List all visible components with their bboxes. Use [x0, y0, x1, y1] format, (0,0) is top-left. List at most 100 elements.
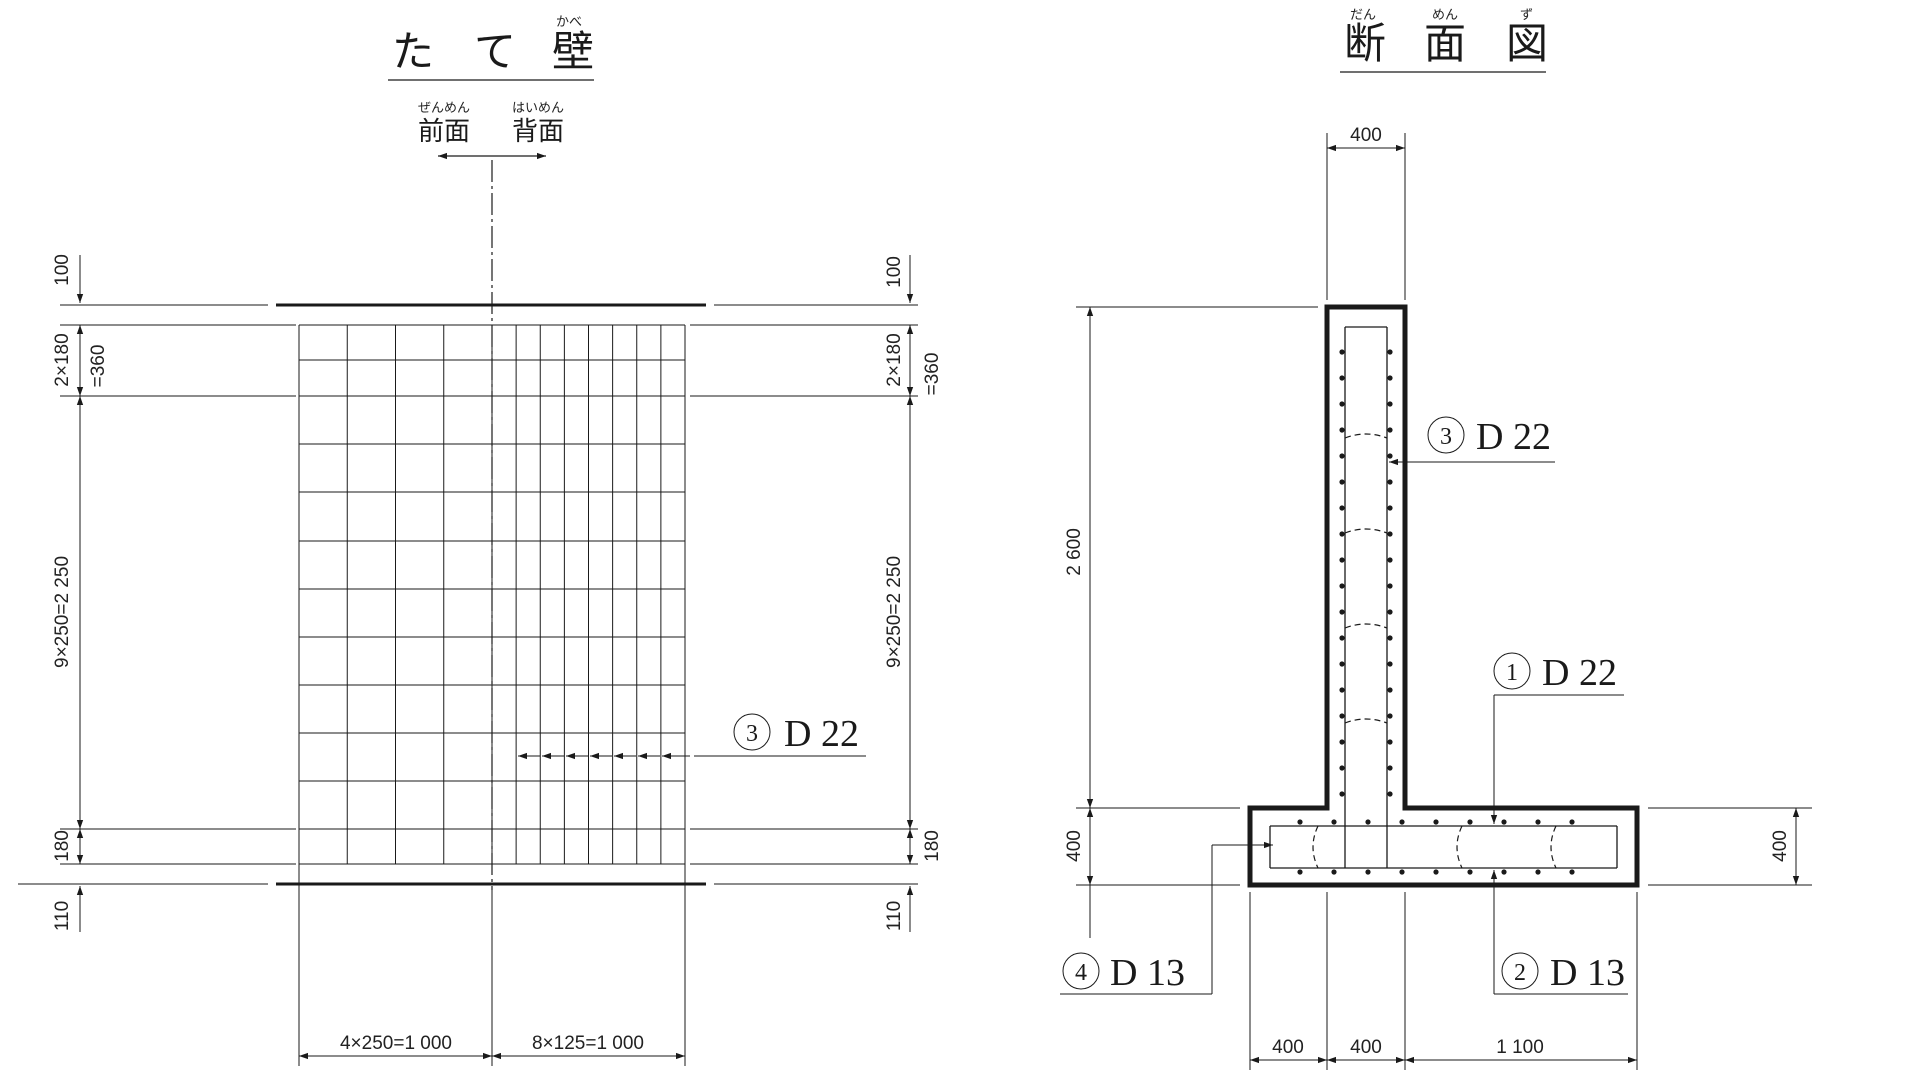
dim-right-lower: 180	[922, 830, 943, 862]
callout-circle	[1493, 652, 1531, 690]
section-callout-3: 3 D 22	[1389, 416, 1555, 466]
dim-base-right: 400	[1770, 830, 1791, 862]
section-title-ruby-1: だん	[1350, 8, 1376, 23]
rebar-dot	[1387, 713, 1393, 719]
hidden-hoop	[1344, 623, 1388, 629]
callout-number: 1	[1506, 660, 1518, 686]
section-title-char-3: 図	[1506, 19, 1550, 68]
section-title-char-1: 断	[1344, 19, 1388, 68]
section-callout-1: 1 D 22	[1490, 652, 1624, 824]
rebar-dot	[1339, 609, 1345, 615]
rebar-dot	[1433, 869, 1439, 875]
dim-bottom-2: 400	[1350, 1037, 1382, 1058]
rebar-dot	[1339, 531, 1345, 537]
rebar-dot	[1387, 687, 1393, 693]
rebar-dot	[1339, 453, 1345, 459]
section-callout-2: 2 D 13	[1490, 870, 1628, 995]
concrete-section-outline	[1247, 304, 1640, 888]
rebar-dot	[1339, 687, 1345, 693]
rebar-dot	[1569, 869, 1575, 875]
callout-circle	[1062, 952, 1100, 990]
rebar-dot	[1297, 869, 1303, 875]
dims-left: 100 2×180 =360 9×250=2 250 180 110	[52, 254, 109, 932]
dims-right: 100 2×180 =360 9×250=2 250 180 110	[884, 255, 943, 932]
rebar-dot	[1339, 635, 1345, 641]
hidden-hoop	[1344, 718, 1388, 724]
wall-title-char-2: て	[474, 27, 518, 76]
rebar-dot	[1467, 819, 1473, 825]
rebar-dot	[1339, 661, 1345, 667]
callout-label: D 22	[784, 713, 859, 755]
hidden-hoop	[1550, 825, 1557, 869]
callout-label: D 13	[1550, 952, 1625, 994]
dim-left-middle: 9×250=2 250	[52, 556, 73, 668]
rebar-dot	[1433, 819, 1439, 825]
rebar-dot	[1339, 765, 1345, 771]
dim-left-bottom: 110	[52, 901, 73, 931]
hidden-rebar-hoops	[1312, 433, 1557, 869]
back-ruby: はいめん	[512, 101, 564, 116]
rebar-dot	[1339, 479, 1345, 485]
wall-title-char-3: 壁	[552, 27, 596, 76]
rebar-dot	[1339, 713, 1345, 719]
back-label: 背面	[512, 117, 564, 147]
dim-right-middle: 9×250=2 250	[884, 556, 905, 668]
rebar-dot	[1339, 505, 1345, 511]
section-title-ruby-2: めん	[1432, 8, 1458, 23]
callout-circle	[1427, 416, 1465, 454]
callout-circle	[733, 713, 771, 751]
rebar-dot	[1365, 869, 1371, 875]
callout-number: 4	[1075, 960, 1087, 986]
section-title: だん めん ず 断 面 図	[1340, 8, 1550, 73]
rebar-dot	[1387, 765, 1393, 771]
dim-base-left: 400	[1064, 830, 1085, 862]
rebar-dot	[1387, 609, 1393, 615]
rebar-dot	[1387, 453, 1393, 459]
rebar-dot	[1535, 869, 1541, 875]
wall-title-ruby: かべ	[556, 15, 582, 30]
dim-left-lower: 180	[52, 830, 73, 862]
rebar-dot	[1339, 739, 1345, 745]
rebar-dot	[1387, 375, 1393, 381]
rebar-dot	[1331, 819, 1337, 825]
rebar-dot	[1387, 505, 1393, 511]
wall-view: た て 壁 かべ ぜんめん 前面 はいめん 背面	[18, 15, 943, 1066]
callout-label: D 22	[1542, 652, 1617, 694]
rebar-dot	[1501, 819, 1507, 825]
dim-bottom-right: 8×125=1 000	[532, 1033, 644, 1054]
callout-number: 3	[746, 721, 758, 747]
dim-wall-height: 2 600	[1064, 528, 1085, 576]
rebar-dot	[1387, 349, 1393, 355]
front-label: 前面	[418, 117, 470, 147]
rebar-dot	[1387, 635, 1393, 641]
hidden-hoop	[1456, 825, 1463, 869]
rebar-dot	[1339, 791, 1345, 797]
dim-bottom-3: 1 100	[1496, 1037, 1544, 1058]
hidden-hoop	[1344, 433, 1388, 439]
wall-title: た て 壁 かべ	[388, 15, 596, 81]
wall-title-char-1: た	[392, 27, 436, 76]
wall-bar-callout: 3 D 22	[518, 713, 866, 760]
dim-bottom-left: 4×250=1 000	[340, 1033, 452, 1054]
rebar-grid	[298, 324, 686, 865]
rebar-dot	[1399, 869, 1405, 875]
front-ruby: ぜんめん	[418, 101, 470, 116]
rebar-dot	[1535, 819, 1541, 825]
dim-right-upper: 2×180	[884, 333, 905, 386]
hidden-hoop	[1312, 825, 1319, 869]
section-view: だん めん ず 断 面 図 400	[1060, 8, 1812, 1070]
rebar-dot	[1297, 819, 1303, 825]
rebar-dot	[1399, 819, 1405, 825]
rebar-dot	[1467, 869, 1473, 875]
rebar-dot	[1339, 557, 1345, 563]
rebar-dot	[1387, 583, 1393, 589]
section-callout-4: 4 D 13	[1060, 841, 1273, 995]
rebar-dot	[1339, 583, 1345, 589]
dim-bottom-1: 400	[1272, 1037, 1304, 1058]
rebar-dot	[1387, 531, 1393, 537]
callout-number: 3	[1440, 424, 1452, 450]
rebar-dot	[1387, 479, 1393, 485]
rebar-dot	[1339, 349, 1345, 355]
rebar-dot	[1387, 401, 1393, 407]
